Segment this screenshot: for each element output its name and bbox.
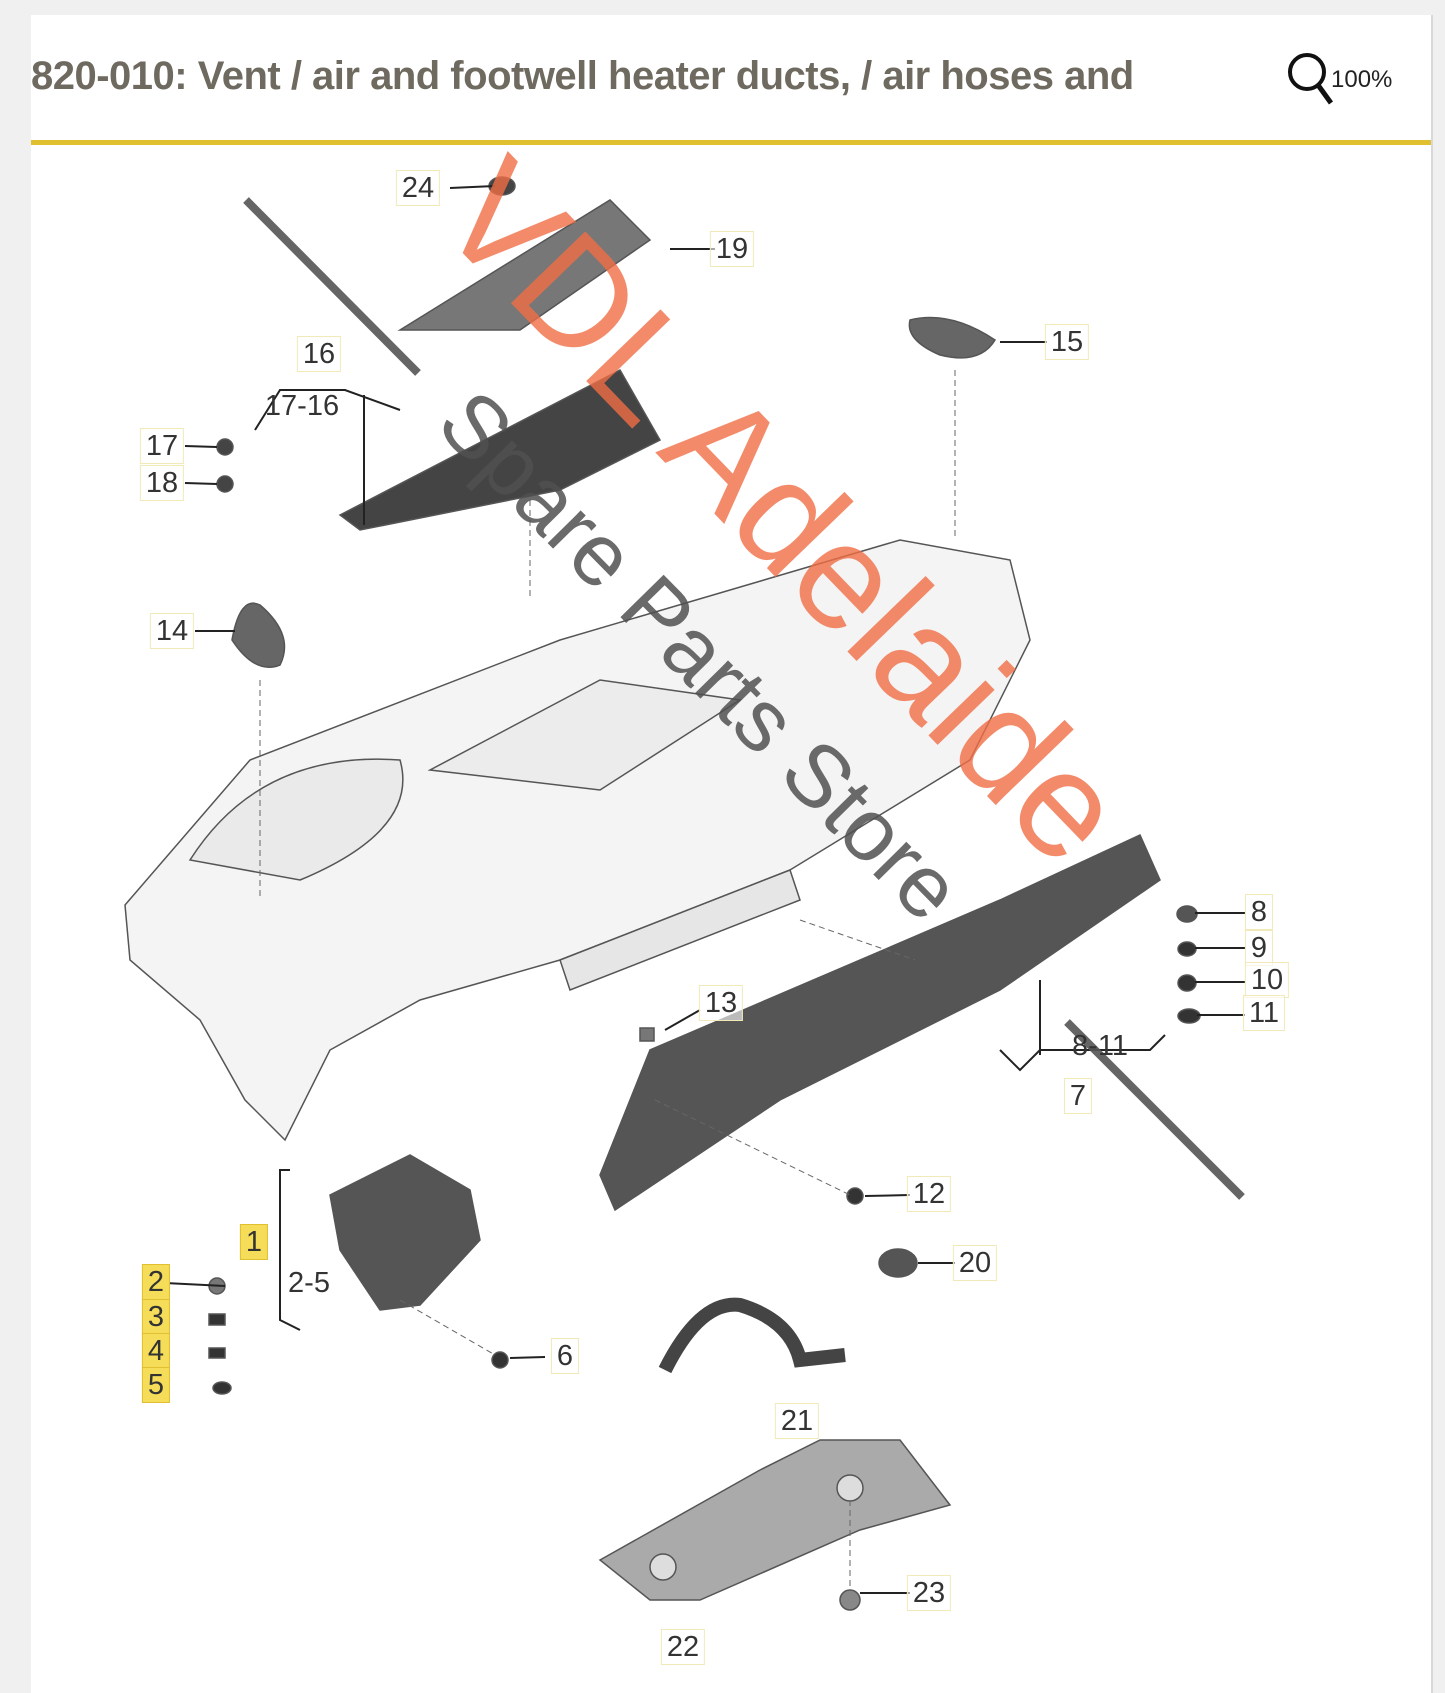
part-1-duct xyxy=(329,1154,481,1311)
part-label-9[interactable]: 9 xyxy=(1244,930,1274,966)
part-15-vent xyxy=(908,316,997,359)
part-21-hose xyxy=(658,1297,846,1374)
part-label-10[interactable]: 10 xyxy=(1244,962,1290,998)
title-divider xyxy=(31,140,1431,145)
part-label-21[interactable]: 21 xyxy=(774,1403,820,1439)
part-label-12[interactable]: 12 xyxy=(906,1176,952,1212)
part-label-7[interactable]: 7 xyxy=(1063,1078,1093,1114)
part-label-15[interactable]: 15 xyxy=(1044,324,1090,360)
zoom-level: 100% xyxy=(1331,66,1393,93)
group-label-2-5: 2-5 xyxy=(288,1267,330,1299)
part-label-4[interactable]: 4 xyxy=(141,1333,171,1369)
part-label-17[interactable]: 17 xyxy=(139,428,185,464)
group-label-17-16: 17-16 xyxy=(264,390,340,422)
part-16-trim xyxy=(338,369,662,531)
magnifier-icon xyxy=(1288,53,1334,105)
part-label-1[interactable]: 1 xyxy=(239,1224,269,1260)
page-title: 820-010: Vent / air and footwell heater … xyxy=(31,54,1134,98)
part-7-duct xyxy=(599,833,1161,1212)
part-label-5[interactable]: 5 xyxy=(141,1367,171,1403)
part-label-2[interactable]: 2 xyxy=(141,1264,171,1300)
part-label-6[interactable]: 6 xyxy=(550,1338,580,1374)
part-label-16[interactable]: 16 xyxy=(296,336,342,372)
part-label-20[interactable]: 20 xyxy=(952,1245,998,1281)
part-label-11[interactable]: 11 xyxy=(1242,995,1286,1031)
group-label-8-11: 8-11 xyxy=(1072,1030,1128,1062)
part-label-23[interactable]: 23 xyxy=(906,1575,952,1611)
part-label-14[interactable]: 14 xyxy=(149,613,195,649)
part-label-13[interactable]: 13 xyxy=(698,985,744,1021)
zoom-button[interactable]: 100% xyxy=(1285,48,1392,108)
part-label-18[interactable]: 18 xyxy=(139,465,185,501)
part-label-8[interactable]: 8 xyxy=(1244,894,1274,930)
part-14-vent xyxy=(231,602,286,668)
part-label-3[interactable]: 3 xyxy=(141,1299,171,1335)
part-label-22[interactable]: 22 xyxy=(660,1629,706,1665)
part-22-cover xyxy=(598,1439,952,1601)
part-label-19[interactable]: 19 xyxy=(709,231,755,267)
part-label-24[interactable]: 24 xyxy=(395,170,441,206)
part-19-grille xyxy=(397,199,652,331)
